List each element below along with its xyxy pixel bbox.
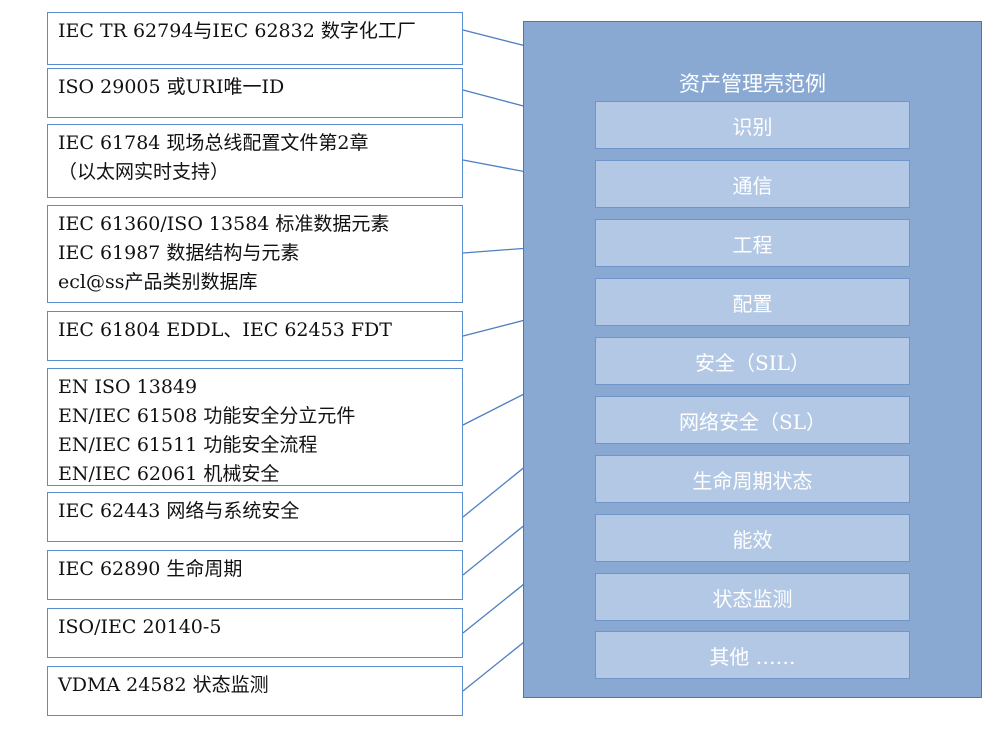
standard-text: IEC 62890 生命周期: [58, 558, 243, 580]
standard-box: ISO 29005 或URI唯一ID: [47, 68, 463, 118]
category-box: 配置: [595, 278, 910, 326]
standard-text: IEC 61360/ISO 13584 标准数据元素: [58, 213, 390, 235]
category-box: 能效: [595, 514, 910, 562]
standard-text: EN/IEC 61511 功能安全流程: [58, 434, 318, 456]
standard-text: （以太网实时支持）: [58, 161, 230, 183]
category-box: 工程: [595, 219, 910, 267]
standard-text: ISO 29005 或URI唯一ID: [58, 76, 285, 98]
standard-box: IEC 61804 EDDL、IEC 62453 FDT: [47, 311, 463, 361]
standard-box: IEC 61784 现场总线配置文件第2章 （以太网实时支持）: [47, 124, 463, 198]
standard-box: IEC 62443 网络与系统安全: [47, 492, 463, 542]
standard-text: IEC 62443 网络与系统安全: [58, 500, 300, 522]
category-box: 状态监测: [595, 573, 910, 621]
standard-text: ecl@ss产品类别数据库: [58, 271, 258, 293]
standard-text: IEC 61987 数据结构与元素: [58, 242, 300, 264]
standard-text: IEC 61804 EDDL、IEC 62453 FDT: [58, 319, 392, 341]
standard-box: IEC 61360/ISO 13584 标准数据元素 IEC 61987 数据结构…: [47, 205, 463, 303]
category-box: 生命周期状态: [595, 455, 910, 503]
standard-text: IEC 61784 现场总线配置文件第2章: [58, 132, 369, 154]
category-box: 网络安全（SL）: [595, 396, 910, 444]
category-box: 其他 ……: [595, 631, 910, 679]
category-box: 识别: [595, 101, 910, 149]
standard-text: ISO/IEC 20140-5: [58, 616, 222, 638]
category-box: 通信: [595, 160, 910, 208]
standard-box: IEC 62890 生命周期: [47, 550, 463, 600]
category-box: 安全（SIL）: [595, 337, 910, 385]
standard-box: IEC TR 62794与IEC 62832 数字化工厂: [47, 12, 463, 65]
standard-text: IEC TR 62794与IEC 62832 数字化工厂: [58, 20, 416, 42]
standard-text: EN/IEC 62061 机械安全: [58, 463, 280, 485]
asset-admin-shell-title: 资产管理壳范例: [679, 72, 826, 96]
standard-box: VDMA 24582 状态监测: [47, 666, 463, 716]
standard-text: EN ISO 13849: [58, 376, 198, 398]
standard-text: EN/IEC 61508 功能安全分立元件: [58, 405, 356, 427]
standard-text: VDMA 24582 状态监测: [58, 674, 269, 696]
standard-box: ISO/IEC 20140-5: [47, 608, 463, 658]
